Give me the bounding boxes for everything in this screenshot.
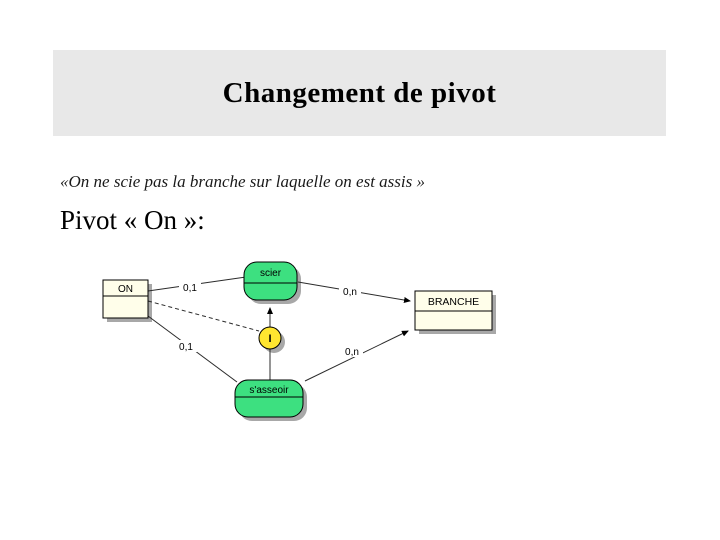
entity-on: ON	[102, 279, 149, 319]
entity-on-label: ON	[118, 284, 133, 295]
er-diagram: 0,1 0,1 0,n 0,n ON scier BRANCHE s'asseo…	[102, 261, 496, 421]
cardinality-scier-branche: 0,n	[343, 287, 357, 298]
quote-text: «On ne scie pas la branche sur laquelle …	[60, 172, 425, 191]
relation-scier-label: scier	[260, 268, 282, 279]
entity-branche: BRANCHE	[414, 290, 493, 331]
cardinality-on-sasseoir: 0,1	[179, 342, 193, 353]
relation-sasseoir-label: s'asseoir	[249, 385, 289, 396]
relation-sasseoir: s'asseoir	[234, 379, 304, 418]
slide-title: Changement de pivot	[222, 76, 497, 109]
entity-branche-label: BRANCHE	[428, 296, 479, 308]
title-banner: Changement de pivot	[53, 50, 666, 136]
cardinality-sasseoir-branche: 0,n	[345, 347, 359, 358]
line-on-constraint-dashed	[147, 300, 260, 332]
cardinality-on-scier: 0,1	[183, 283, 197, 294]
subtitle-text: Pivot « On »:	[60, 205, 205, 235]
relation-scier: scier	[243, 261, 298, 301]
constraint-circle-label: I	[268, 333, 271, 345]
cardinality-labels: 0,1 0,1 0,n 0,n	[175, 281, 363, 358]
constraint-circle: I	[258, 326, 282, 350]
